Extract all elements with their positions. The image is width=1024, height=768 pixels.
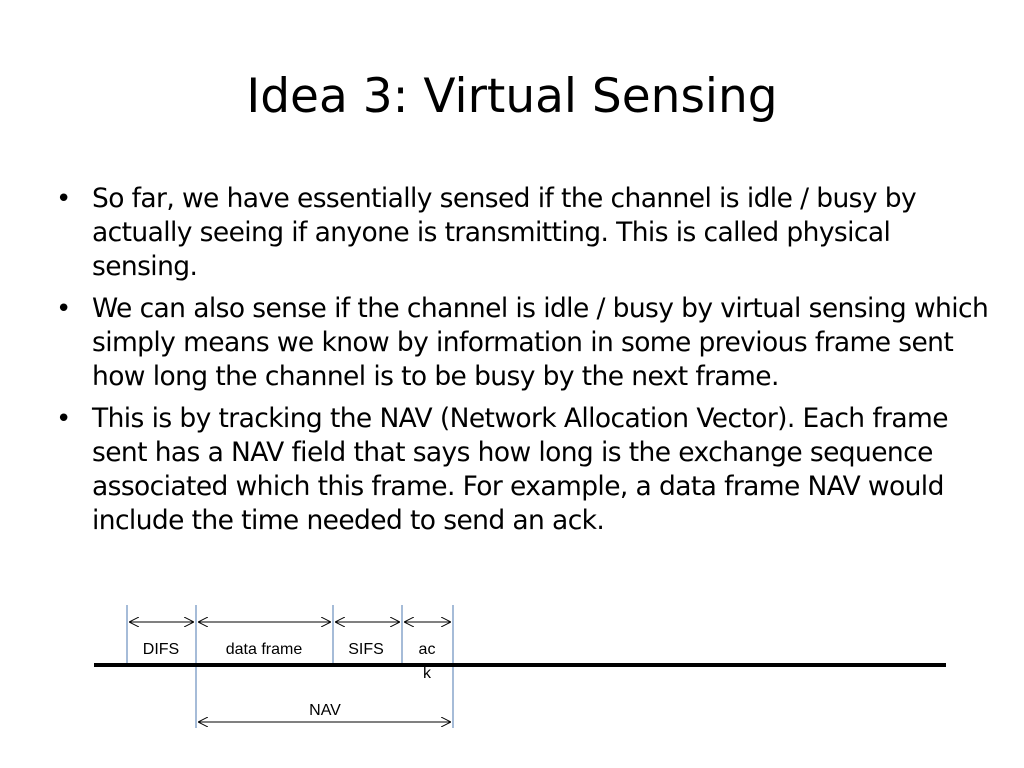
ack-label-line1: ac (419, 641, 436, 658)
sifs-label: SIFS (348, 641, 384, 658)
bullet-marker: • (56, 294, 71, 324)
difs-label: DIFS (143, 641, 179, 658)
nav-timing-diagram: DIFS data frame SIFS ac k NAV (94, 605, 946, 728)
bullet-text: We can also sense if the channel is idle… (92, 293, 989, 392)
nav-label: NAV (309, 702, 341, 719)
bullet-list: • So far, we have essentially sensed if … (50, 182, 990, 546)
slide-title: Idea 3: Virtual Sensing (246, 69, 778, 124)
data-frame-label: data frame (226, 641, 303, 658)
bullet-marker: • (56, 184, 71, 214)
bullet-item: • This is by tracking the NAV (Network A… (50, 402, 990, 538)
bullet-text: So far, we have essentially sensed if th… (92, 183, 917, 282)
ack-label-line2: k (423, 665, 432, 682)
bullet-item: • We can also sense if the channel is id… (50, 292, 990, 394)
bullet-text: This is by tracking the NAV (Network All… (92, 403, 949, 536)
bullet-item: • So far, we have essentially sensed if … (50, 182, 990, 284)
bullet-marker: • (56, 404, 71, 434)
